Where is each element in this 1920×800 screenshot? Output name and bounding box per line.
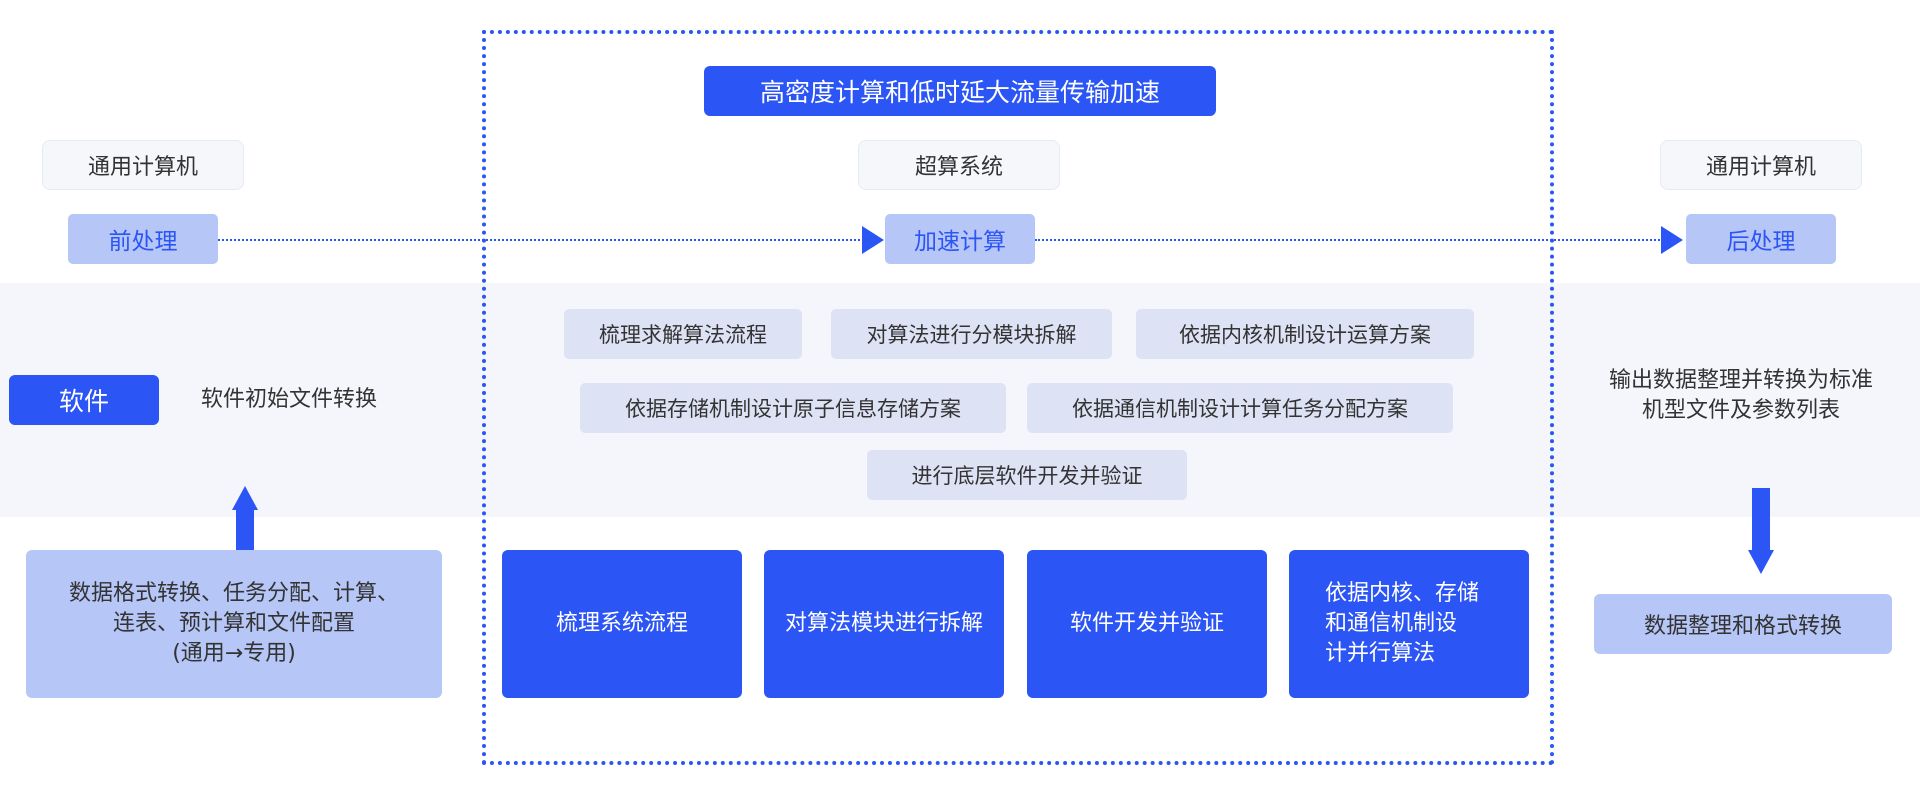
flow-line-accel-to-post [1035, 239, 1663, 241]
stage-accelerated-compute: 加速计算 [885, 214, 1035, 264]
flow-line-pre-to-accel [218, 239, 864, 241]
stage-preprocess: 前处理 [68, 214, 218, 264]
task-5: 依据通信机制设计计算任务分配方案 [1027, 383, 1453, 433]
arrow-down-shaft [1752, 488, 1770, 550]
left-conversion-card: 数据格式转换、任务分配、计算、 连表、预计算和文件配置 (通用→专用) [26, 550, 442, 698]
task-4: 依据存储机制设计原子信息存储方案 [580, 383, 1006, 433]
card-algorithm-split: 对算法模块进行拆解 [764, 550, 1004, 698]
right-output-line-1: 输出数据整理并转换为标准 [1608, 368, 1873, 393]
left-card-line-1: 数据格式转换、任务分配、计算、 [68, 581, 399, 606]
arrow-to-accel-icon [862, 226, 884, 254]
card-software-dev: 软件开发并验证 [1027, 550, 1267, 698]
arrow-up-icon [232, 486, 258, 510]
stage-postprocess: 后处理 [1686, 214, 1836, 264]
right-output-line-2: 机型文件及参数列表 [1641, 398, 1840, 423]
main-title: 高密度计算和低时延大流量传输加速 [704, 66, 1216, 116]
software-desc: 软件初始文件转换 [201, 387, 378, 412]
task-6: 进行底层软件开发并验证 [867, 450, 1187, 500]
right-output-desc: 输出数据整理并转换为标准 机型文件及参数列表 [1586, 366, 1896, 426]
card-parallel-algorithm: 依据内核、存储 和通信机制设 计并行算法 [1289, 550, 1529, 698]
arrow-down-icon [1748, 550, 1774, 574]
task-3: 依据内核机制设计运算方案 [1136, 309, 1474, 359]
task-2: 对算法进行分模块拆解 [831, 309, 1112, 359]
arrow-to-post-icon [1661, 226, 1683, 254]
card4-line-3: 计并行算法 [1325, 641, 1436, 666]
platform-left: 通用计算机 [42, 140, 244, 190]
card4-line-2: 和通信机制设 [1325, 611, 1458, 636]
platform-center: 超算系统 [858, 140, 1060, 190]
platform-right: 通用计算机 [1660, 140, 1862, 190]
arrow-up-shaft [236, 510, 254, 552]
task-1: 梳理求解算法流程 [564, 309, 802, 359]
left-card-line-3: (通用→专用) [172, 641, 296, 666]
supercomputing-frame [482, 30, 1554, 765]
card-system-flow: 梳理系统流程 [502, 550, 742, 698]
software-label: 软件 [9, 375, 159, 425]
left-card-line-2: 连表、预计算和文件配置 [112, 611, 355, 636]
data-format-conversion: 数据整理和格式转换 [1594, 594, 1892, 654]
card4-line-1: 依据内核、存储 [1325, 581, 1480, 606]
